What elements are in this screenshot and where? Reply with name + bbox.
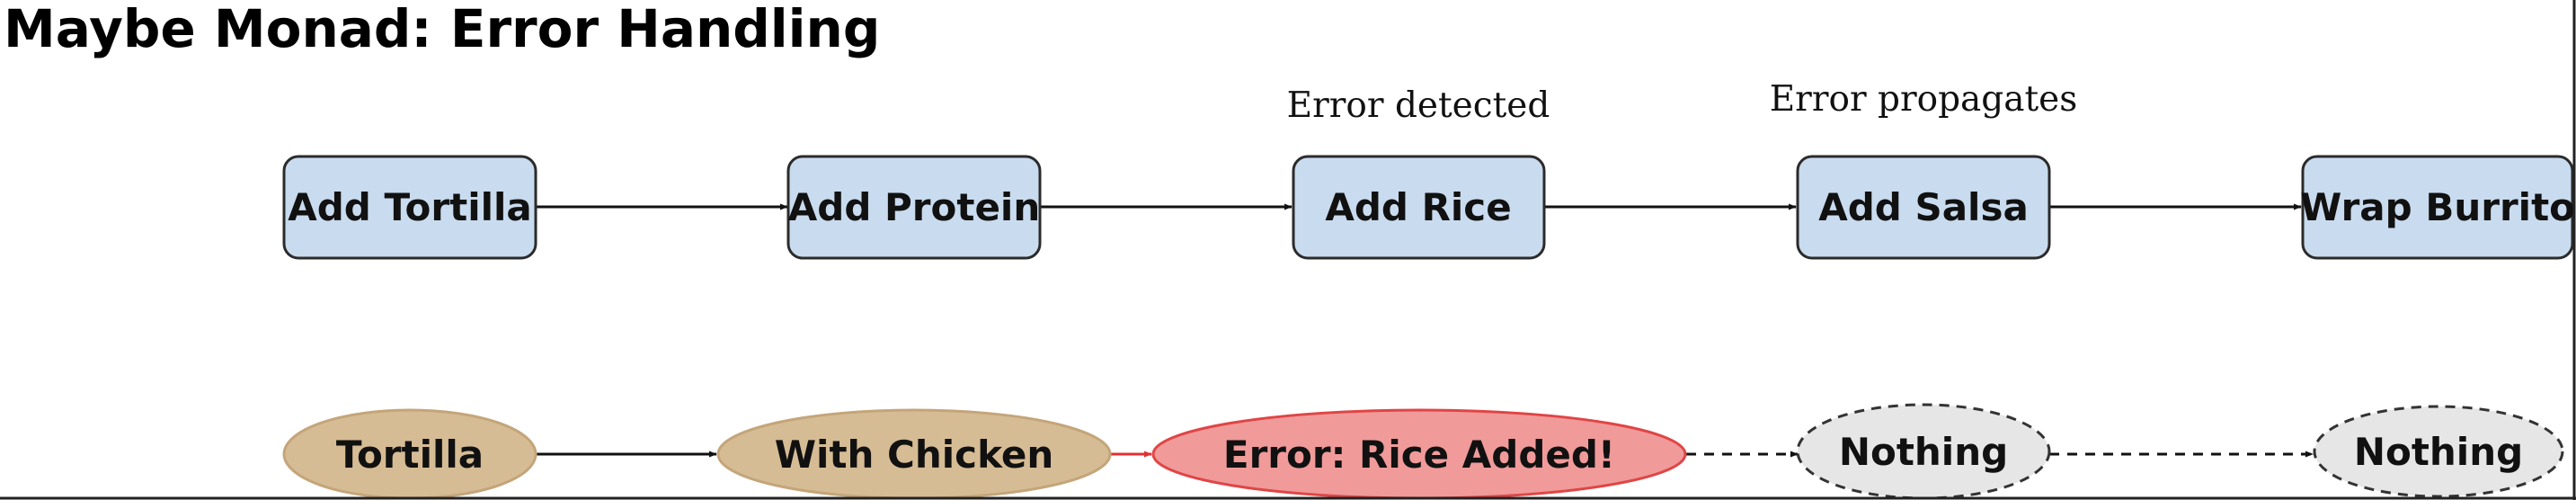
diagram-title: Maybe Monad: Error Handling: [4, 0, 880, 59]
annotation-error-propagates: Error propagates: [1770, 79, 2078, 120]
step-label: Wrap Burrito: [2300, 185, 2575, 229]
step-label: Add Protein: [788, 185, 1040, 229]
annotation-error-detected: Error detected: [1287, 85, 1550, 126]
step-label: Add Tortilla: [288, 185, 532, 229]
step-add-salsa: Add Salsa: [1796, 155, 2051, 260]
step-wrap-burrito: Wrap Burrito: [2300, 155, 2575, 260]
state-with-chicken: With Chicken: [716, 408, 1112, 500]
state-error-rice-added: Error: Rice Added!: [1151, 408, 1687, 500]
state-label: With Chicken: [775, 433, 1054, 477]
state-label: Nothing: [2354, 430, 2523, 474]
step-label: Add Rice: [1325, 185, 1511, 229]
state-tortilla: Tortilla: [282, 408, 537, 500]
state-label: Tortilla: [336, 433, 484, 477]
step-add-protein: Add Protein: [786, 155, 1042, 260]
step-add-rice: Add Rice: [1292, 155, 1546, 260]
state-label: Error: Rice Added!: [1223, 433, 1615, 477]
step-label: Add Salsa: [1818, 185, 2029, 229]
state-nothing-1: Nothing: [1796, 403, 2051, 500]
step-add-tortilla: Add Tortilla: [282, 155, 537, 260]
state-label: Nothing: [1839, 430, 2008, 474]
state-nothing-2: Nothing: [2313, 405, 2564, 498]
